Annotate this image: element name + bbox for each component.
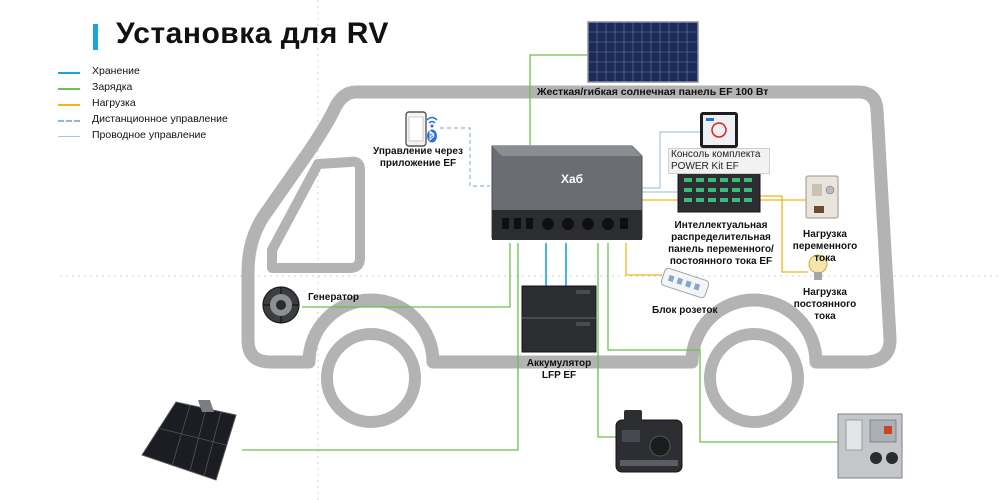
legend-label: Дистанционное управление	[92, 113, 228, 125]
solar-panel-label: Жесткая/гибкая солнечная панель EF 100 В…	[537, 86, 769, 98]
console-wire	[640, 131, 700, 189]
panel-to-dc-load-wire	[760, 195, 808, 273]
wifi-icon	[426, 116, 438, 128]
console-tablet-icon	[700, 112, 738, 148]
app-control-label: Управление через приложение EF	[372, 146, 464, 170]
title-accent-bar	[93, 24, 98, 50]
power-pedestal-icon	[837, 413, 903, 479]
ac-load-label-line: Нагрузка	[803, 229, 847, 240]
dc-load-label-line: тока	[814, 311, 836, 322]
legend-label: Хранение	[92, 65, 140, 77]
front-wheel	[321, 328, 421, 428]
wired-control-wires	[640, 131, 700, 193]
legend-label: Нагрузка	[92, 97, 136, 109]
inverter-generator-icon	[615, 410, 683, 473]
console-label: Консоль комплекта POWER Kit EF	[668, 148, 770, 174]
app-remote-link	[440, 127, 490, 187]
bluetooth-icon	[427, 129, 437, 143]
battery-icon	[521, 285, 597, 353]
distribution-panel-label-line: распределительная	[671, 232, 771, 243]
rv-wheels	[321, 328, 804, 428]
rear-wheel	[704, 328, 804, 428]
shore-power-wire	[607, 243, 838, 443]
generator-wire	[302, 243, 511, 308]
distribution-panel-icon	[677, 171, 761, 213]
solar-panel-icon	[587, 21, 699, 83]
legend-swatch-load	[58, 104, 80, 106]
charging-wires	[242, 54, 838, 451]
power-strip-icon	[660, 267, 710, 299]
app-control-label-line: приложение EF	[379, 158, 457, 169]
portable-solar-wire	[242, 243, 519, 451]
dc-load-label-line: Нагрузка	[803, 287, 847, 298]
generator-label: Генератор	[308, 292, 359, 303]
ac-load-label-line: тока	[814, 253, 836, 264]
hub-to-outlet-wire	[625, 243, 662, 276]
dc-load-label-line: постоянного	[793, 299, 857, 310]
portable-solar-panel-icon	[141, 400, 237, 481]
battery-label: Аккумулятор LFP EF	[516, 358, 602, 382]
load-wires	[625, 195, 808, 276]
dc-load-label: Нагрузка постоянного тока	[786, 287, 864, 323]
legend-swatch-storage	[58, 72, 80, 74]
distribution-panel-label-line: панель переменного/	[668, 244, 774, 255]
smartphone-icon	[405, 111, 427, 147]
legend-swatch-remote	[58, 120, 80, 122]
coffee-machine-icon	[805, 175, 839, 219]
app-control-label-line: Управление через	[373, 146, 463, 157]
hub-label: Хаб	[561, 172, 584, 186]
battery-label-line: LFP EF	[541, 370, 577, 381]
hub-device-icon	[491, 145, 643, 240]
outlet-block-label: Блок розеток	[652, 305, 718, 316]
legend-swatch-charging	[58, 88, 80, 90]
distribution-panel-label: Интеллектуальная распределительная панел…	[666, 220, 776, 268]
distribution-panel-label-line: Интеллектуальная	[674, 220, 768, 231]
light-bulb-icon	[808, 254, 828, 280]
remote-control-wires	[440, 127, 490, 187]
legend-label: Зарядка	[92, 81, 133, 93]
distribution-panel-label-line: постоянного тока EF	[669, 256, 773, 267]
legend-label: Проводное управление	[92, 129, 207, 141]
console-label-line: Консоль комплекта	[671, 149, 761, 160]
ac-load-label-line: переменного	[792, 241, 858, 252]
console-label-line: POWER Kit EF	[671, 161, 739, 172]
battery-label-line: Аккумулятор	[526, 358, 592, 369]
legend-swatch-wired	[58, 136, 80, 137]
page-title: Установка для RV	[116, 17, 389, 50]
gas-generator-wire	[597, 243, 620, 438]
solar-wire	[529, 54, 588, 145]
ac-load-label: Нагрузка переменного тока	[786, 229, 864, 265]
rv-outline	[241, 85, 897, 369]
alternator-icon	[262, 286, 300, 324]
storage-wires	[545, 243, 567, 288]
